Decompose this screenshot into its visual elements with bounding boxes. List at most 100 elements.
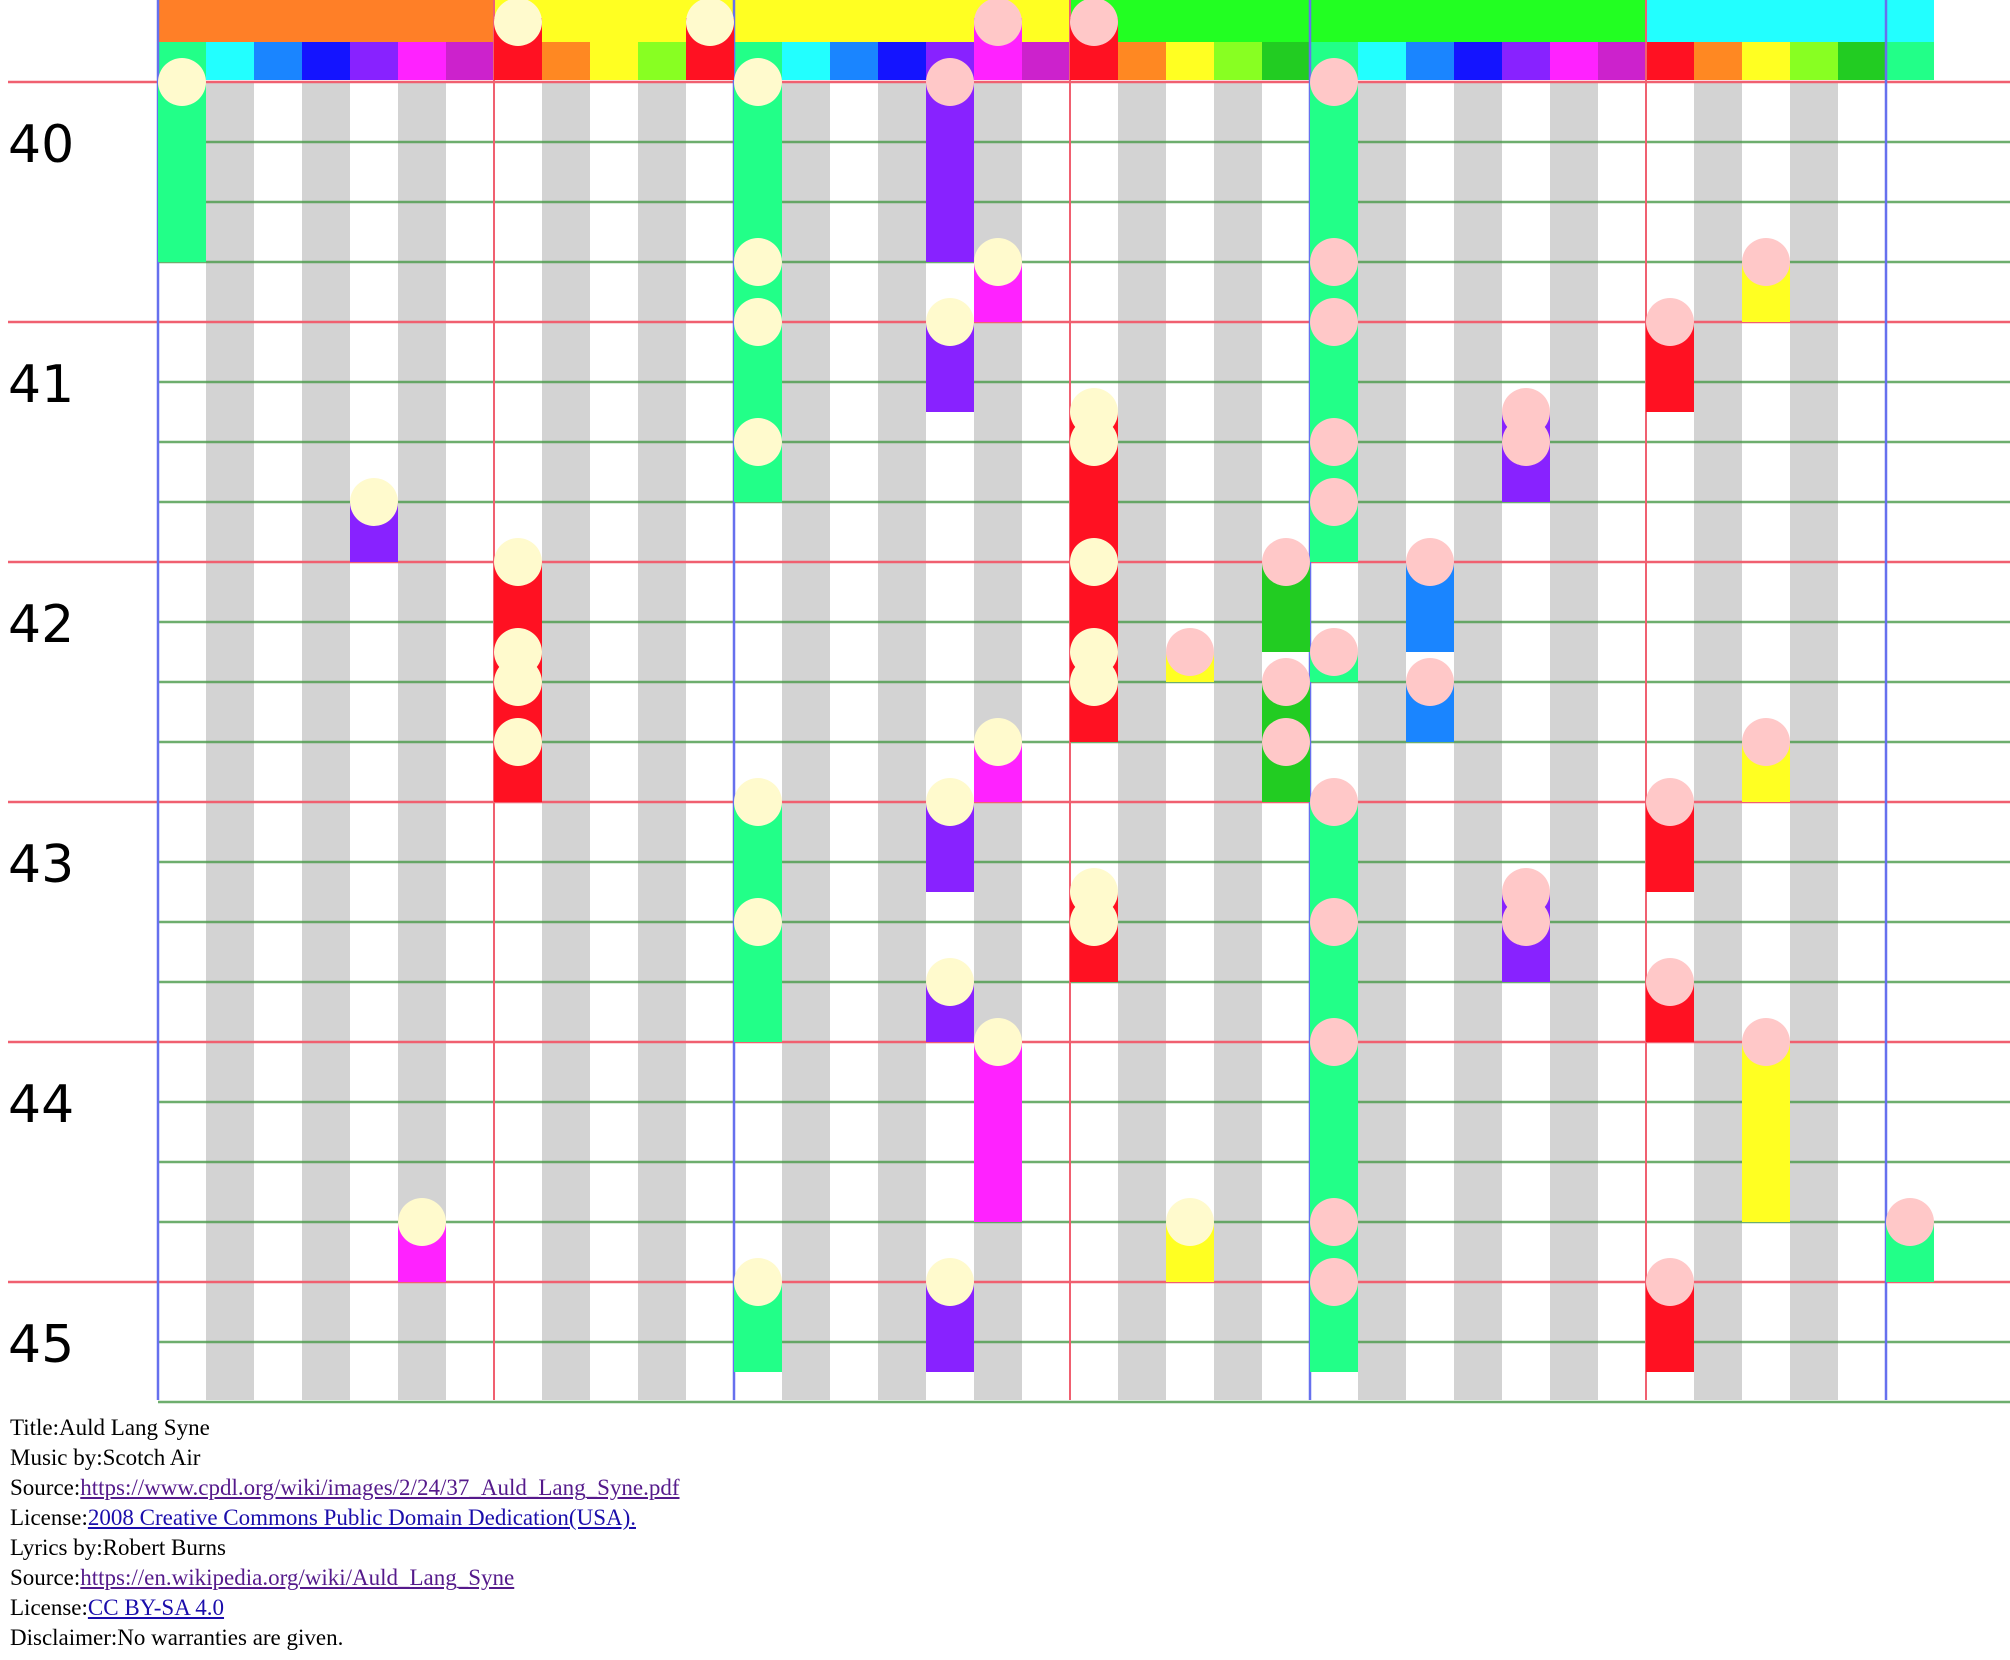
key-color-cell [782,42,830,80]
key-color-cell [1118,42,1166,80]
key-color-cell [1694,42,1742,80]
song-title: Auld Lang Syne [59,1415,210,1440]
note-head [734,778,782,826]
note-head [1166,628,1214,676]
music-credit: Scotch Air [102,1445,201,1470]
key-color-cell [1358,42,1406,80]
disclaimer-text: No warranties are given. [117,1625,344,1650]
key-color-cell [1166,42,1214,80]
music-line: Music by:Scotch Air [10,1445,201,1470]
note-head [1310,898,1358,946]
note-head [1262,718,1310,766]
note-head [974,238,1022,286]
lyrics-credit: Robert Burns [102,1535,226,1560]
note-head [1166,1198,1214,1246]
note-head [734,1258,782,1306]
note-head [1310,238,1358,286]
note-head [494,538,542,586]
note-head [1646,298,1694,346]
measure-number: 45 [8,1315,74,1375]
note-head [974,1018,1022,1066]
key-color-cell [398,42,446,80]
note-bar [158,82,206,262]
note-head [1646,778,1694,826]
license-line-lyrics: License:CC BY-SA 4.0 [10,1595,225,1620]
note-head [1310,1198,1358,1246]
note-head [1310,778,1358,826]
source-line-lyrics: Source:https://en.wikipedia.org/wiki/Aul… [10,1565,515,1590]
note-head [398,1198,446,1246]
note-head [926,958,974,1006]
section-band [158,0,494,42]
note-head [1070,0,1118,46]
note-head [1262,538,1310,586]
note-head [1742,718,1790,766]
note-head [1070,418,1118,466]
key-color-cell [1406,42,1454,80]
key-color-cell [1838,42,1886,80]
note-head [974,718,1022,766]
note-head [494,718,542,766]
note-head [1886,1198,1934,1246]
note-head [1262,658,1310,706]
note-head [974,0,1022,46]
note-head [734,238,782,286]
song-info: Title:Auld Lang Syne Music by:Scotch Air… [10,1413,680,1653]
license-link-public-domain[interactable]: 2008 Creative Commons Public Domain Dedi… [87,1505,636,1530]
section-band [1310,0,1646,42]
key-color-cell [638,42,686,80]
note-head [1070,658,1118,706]
note-head [158,58,206,106]
note-head [926,778,974,826]
key-color-cell [878,42,926,80]
note-bar [1742,1042,1790,1222]
source-link-wikipedia[interactable]: https://en.wikipedia.org/wiki/Auld_Lang_… [80,1565,515,1590]
key-color-cell [1598,42,1646,80]
note-head [1646,1258,1694,1306]
key-color-cell [1886,42,1934,80]
key-color-cell [1550,42,1598,80]
license-link-cc-by-sa[interactable]: CC BY-SA 4.0 [87,1595,225,1620]
note-head [494,0,542,46]
note-head [926,1258,974,1306]
measure-number: 42 [8,595,74,655]
disclaimer-line: Disclaimer:No warranties are given. [10,1625,344,1650]
note-head [1646,958,1694,1006]
key-color-cell [1262,42,1310,80]
note-head [1742,238,1790,286]
license-line-music: License:2008 Creative Commons Public Dom… [10,1505,636,1530]
note-head [1310,478,1358,526]
note-head [734,898,782,946]
note-head [1070,538,1118,586]
note-head [1310,418,1358,466]
key-color-cell [446,42,494,80]
note-head [734,298,782,346]
measure-number: 44 [8,1075,74,1135]
note-head [734,418,782,466]
title-line: Title:Auld Lang Syne [10,1415,210,1440]
key-color-cell [206,42,254,80]
source-line-music: Source:https://www.cpdl.org/wiki/images/… [10,1475,680,1500]
note-head [686,0,734,46]
key-color-cell [830,42,878,80]
key-color-cell [542,42,590,80]
key-color-cell [1646,42,1694,80]
note-head [1070,898,1118,946]
note-head [1310,1018,1358,1066]
note-head [1310,58,1358,106]
key-color-cell [254,42,302,80]
note-head [1310,298,1358,346]
note-head [926,298,974,346]
key-color-cell [1454,42,1502,80]
source-link-cpdl[interactable]: https://www.cpdl.org/wiki/images/2/24/37… [80,1475,680,1500]
note-head [350,478,398,526]
key-color-cell [1214,42,1262,80]
key-color-cell [1502,42,1550,80]
key-color-cell [1742,42,1790,80]
lyrics-line: Lyrics by:Robert Burns [10,1535,226,1560]
key-color-cell [302,42,350,80]
measure-number: 41 [8,355,74,415]
note-head [1406,658,1454,706]
note-head [494,658,542,706]
